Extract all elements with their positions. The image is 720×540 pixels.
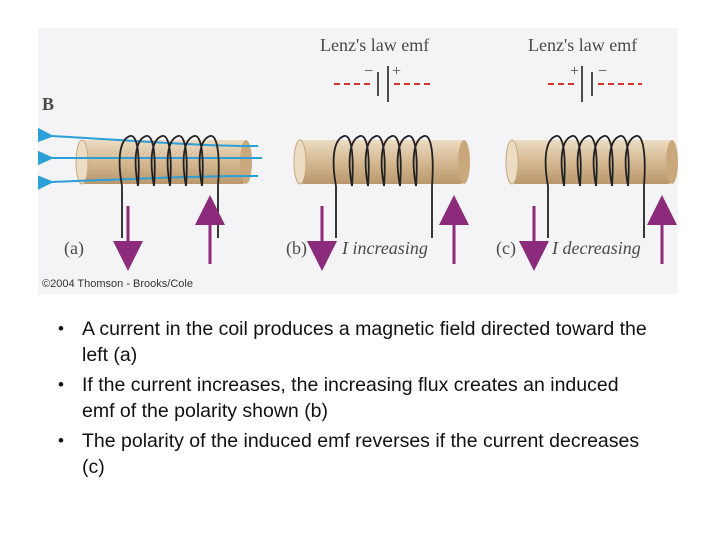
bullet-marker: • <box>58 431 64 450</box>
coil-b <box>293 66 470 271</box>
bullet-text: The polarity of the induced emf reverses… <box>82 430 640 478</box>
copyright-notice: ©2004 Thomson - Brooks/Cole <box>42 278 193 290</box>
label-b: (b) <box>286 238 307 259</box>
coil-a <box>38 127 262 271</box>
solenoid-figure: B (a) <box>38 28 678 294</box>
emf-label-c: Lenz's law emf <box>528 35 637 55</box>
panel-label-b: B <box>42 94 54 114</box>
bullet-item: • The polarity of the induced emf revers… <box>56 428 656 480</box>
field-lines <box>38 127 262 191</box>
bullet-marker: • <box>58 319 64 338</box>
emf-sign-b-right: + <box>392 63 401 80</box>
emf-sign-b-left: − <box>364 63 373 80</box>
bullet-item: • If the current increases, the increasi… <box>56 372 656 424</box>
bullet-list: • A current in the coil produces a magne… <box>56 316 656 484</box>
label-a: (a) <box>64 238 84 259</box>
emf-sign-c-left: + <box>570 63 579 80</box>
bullet-text: A current in the coil produces a magneti… <box>82 318 647 366</box>
label-b-text: I increasing <box>341 238 428 258</box>
figure-drawing: B (a) <box>38 35 678 290</box>
bullet-item: • A current in the coil produces a magne… <box>56 316 656 368</box>
bullet-text: If the current increases, the increasing… <box>82 374 619 422</box>
emf-label-b: Lenz's law emf <box>320 35 429 55</box>
emf-sign-c-right: − <box>598 63 607 80</box>
label-c-text: I decreasing <box>551 238 641 258</box>
coil-c <box>505 66 678 271</box>
label-c: (c) <box>496 238 516 259</box>
bullet-marker: • <box>58 375 64 394</box>
